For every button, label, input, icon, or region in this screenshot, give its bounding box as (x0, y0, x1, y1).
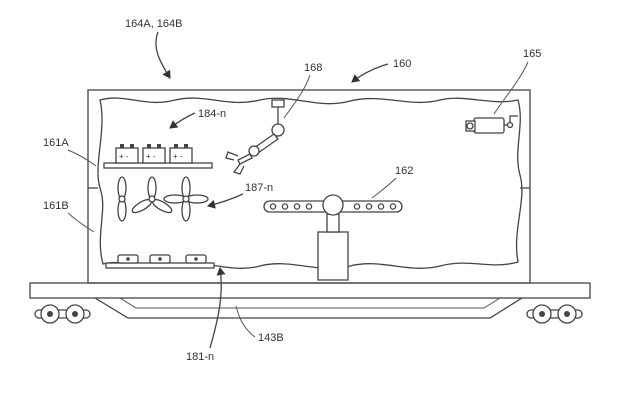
label-184n: 184-n (198, 108, 226, 120)
container-inner-wall (97, 97, 523, 269)
label-160: 160 (393, 58, 411, 70)
conveyor-stand (263, 194, 403, 281)
label-161b: 161B (43, 200, 69, 212)
battery-2-polarity: + - (146, 152, 156, 161)
arrow-160 (351, 63, 389, 83)
battery-3-polarity: + - (173, 152, 183, 161)
leader-161a (67, 149, 97, 167)
container-outer-wall (87, 89, 531, 284)
label-165: 165 (523, 48, 541, 60)
fan-2 (131, 176, 173, 214)
wheel-right (526, 304, 583, 324)
battery-shelf: + - + - + - (103, 144, 213, 169)
railcar-underframe-inner (119, 297, 501, 309)
leader-162 (371, 177, 397, 199)
fan-1 (117, 176, 127, 222)
battery-3: + - (169, 144, 193, 164)
arrow-187n (207, 193, 244, 209)
railcar-deck (29, 282, 591, 299)
arrow-181n (209, 267, 226, 349)
label-143b: 143B (258, 332, 284, 344)
battery-2: + - (142, 144, 166, 164)
fan-3 (163, 176, 209, 222)
label-164a-164b: 164A, 164B (125, 18, 183, 30)
leader-161b (67, 212, 95, 233)
arrow-184n (169, 112, 196, 129)
label-181n: 181-n (186, 351, 214, 363)
label-187n: 187-n (245, 182, 273, 194)
label-161a: 161A (43, 137, 69, 149)
label-168: 168 (304, 62, 322, 74)
leader-165 (493, 61, 529, 115)
camera (465, 115, 518, 134)
battery-1: + - (115, 144, 139, 164)
robot-arm (225, 99, 285, 175)
leader-143b (235, 305, 256, 338)
wheel-left (34, 304, 91, 324)
arrow-164 (155, 31, 171, 79)
floor-devices (105, 254, 215, 269)
railcar-underframe (94, 297, 523, 319)
railcar (29, 282, 591, 324)
label-162: 162 (395, 165, 413, 177)
conveyor-rollers (269, 203, 397, 210)
battery-1-polarity: + - (119, 152, 129, 161)
leader-168 (283, 74, 311, 119)
